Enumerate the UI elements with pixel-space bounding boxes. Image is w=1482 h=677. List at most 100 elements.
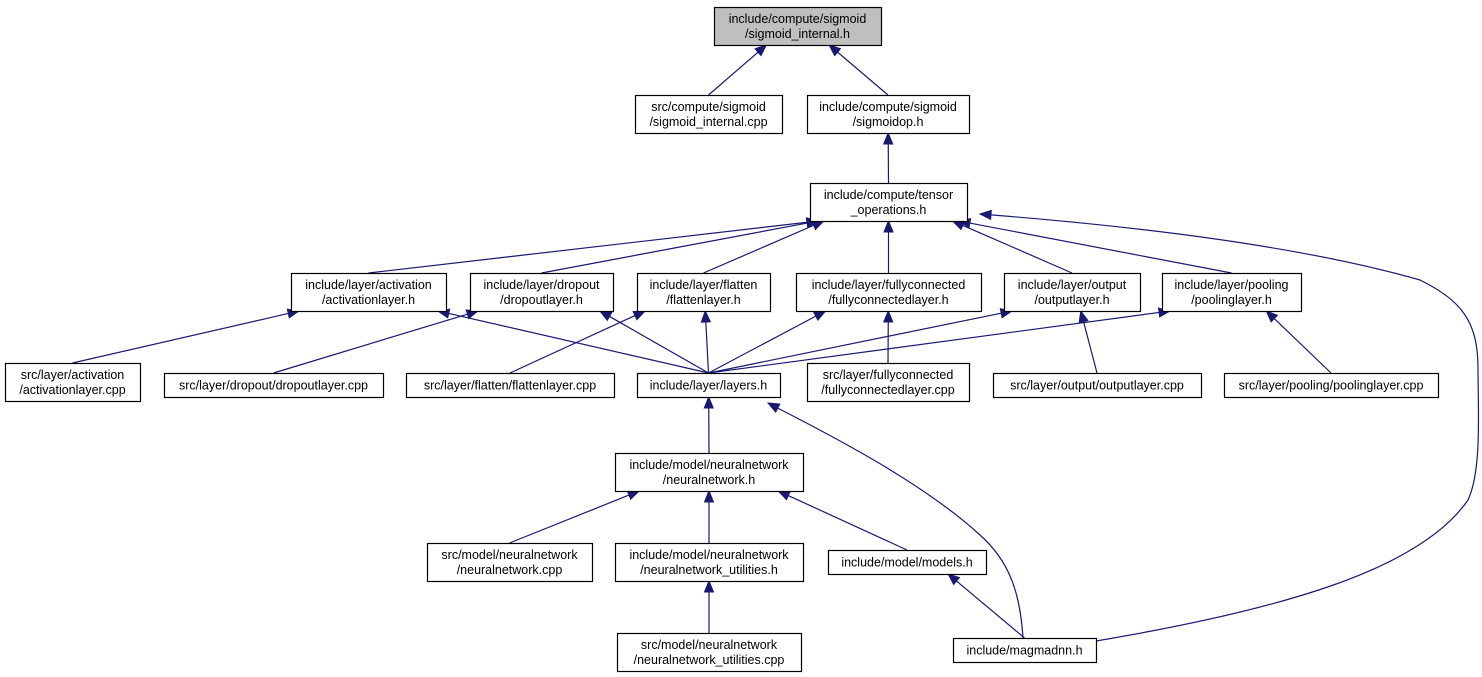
edge-line — [705, 321, 710, 374]
edge-arrowhead — [703, 579, 715, 593]
file-node-n21[interactable]: include/model/models.h — [827, 549, 988, 576]
file-node-n2[interactable]: src/compute/sigmoid/sigmoid_internal.cpp — [634, 94, 784, 135]
edge-n21-to-n18 — [777, 490, 908, 551]
node-label-line: /flattenlayer.h — [666, 293, 740, 307]
node-label-line: /sigmoidop.h — [853, 115, 924, 129]
edge-line — [1273, 318, 1332, 374]
edge-arrowhead — [777, 490, 791, 501]
edge-n11-to-n5 — [72, 308, 301, 364]
file-node-n19[interactable]: src/model/neuralnetwork/neuralnetwork.cp… — [426, 542, 594, 583]
node-label-line: /outputlayer.h — [1034, 293, 1109, 307]
node-box — [806, 94, 971, 135]
node-box — [634, 94, 784, 135]
edge-n20-to-n18 — [703, 489, 715, 543]
node-label-line: include/layer/output — [1018, 278, 1127, 292]
edge-n9-to-n4 — [951, 220, 1073, 274]
edge-line — [368, 221, 808, 274]
edge-arrowhead — [1265, 310, 1279, 323]
file-node-n20[interactable]: include/model/neuralnetwork/neuralnetwor… — [614, 542, 805, 583]
file-node-n5[interactable]: include/layer/activation/activationlayer… — [290, 272, 448, 313]
node-label-line: _operations.h — [850, 203, 927, 217]
file-node-n14[interactable]: include/layer/layers.h — [636, 372, 782, 399]
file-node-n7[interactable]: include/layer/flatten/flattenlayer.h — [636, 272, 772, 313]
edge-line — [509, 315, 636, 374]
node-label-line: /neuralnetwork_utilities.cpp — [634, 653, 785, 667]
edge-arrowhead — [947, 573, 961, 586]
edge-n8-to-n4 — [883, 219, 894, 273]
edge-line — [777, 407, 1024, 639]
node-label-line: include/layer/flatten — [650, 278, 758, 292]
edge-n22-to-n20 — [703, 579, 715, 633]
node-label-line: /activationlayer.cpp — [19, 383, 125, 397]
node-label-line: /neuralnetwork.cpp — [457, 563, 563, 577]
edge-arrowhead — [703, 395, 714, 409]
node-label-line: src/model/neuralnetwork — [641, 638, 778, 652]
file-node-n9[interactable]: include/layer/output/outputlayer.h — [1003, 272, 1142, 313]
file-node-n16[interactable]: src/layer/output/outputlayer.cpp — [992, 372, 1203, 399]
file-node-n8[interactable]: include/layer/fullyconnected/fullyconnec… — [795, 272, 983, 313]
node-box — [163, 372, 385, 399]
node-box — [952, 637, 1098, 664]
edge-line — [708, 312, 1002, 374]
file-node-n3[interactable]: include/compute/sigmoid/sigmoidop.h — [806, 94, 971, 135]
edge-arrowhead — [883, 219, 894, 233]
edge-n15-to-n8 — [883, 309, 894, 364]
node-box — [4, 362, 142, 403]
edge-line — [541, 222, 808, 274]
file-node-n15[interactable]: src/layer/fullyconnected/fullyconnectedl… — [806, 362, 971, 403]
node-box — [713, 6, 883, 47]
file-node-n6[interactable]: include/layer/dropout/dropoutlayer.h — [469, 272, 615, 313]
edge-arrowhead — [883, 131, 894, 145]
file-node-n13[interactable]: src/layer/flatten/flattenlayer.cpp — [405, 372, 616, 399]
node-label-line: /sigmoid_internal.cpp — [649, 115, 767, 129]
node-box — [992, 372, 1203, 399]
node-label-line: include/layer/pooling — [1175, 278, 1289, 292]
node-label-line: include/compute/tensor — [824, 188, 953, 202]
file-node-n11[interactable]: src/layer/activation/activationlayer.cpp — [4, 362, 142, 403]
node-label-line: /neuralnetwork_utilities.h — [640, 563, 778, 577]
edge-arrowhead — [703, 489, 715, 503]
edge-n7-to-n4 — [703, 220, 825, 274]
node-label-line: src/layer/fullyconnected — [823, 368, 954, 382]
edges-layer — [72, 44, 1480, 642]
node-label-line: include/layer/activation — [305, 278, 432, 292]
file-node-n17[interactable]: src/layer/pooling/poolinglayer.cpp — [1223, 372, 1440, 399]
node-box — [614, 452, 805, 493]
edge-n5-to-n4 — [368, 217, 820, 274]
edge-line — [956, 580, 1025, 639]
node-label-line: src/compute/sigmoid — [651, 100, 766, 114]
node-box — [469, 272, 615, 313]
edge-n4-to-n3 — [883, 131, 894, 184]
file-node-n23[interactable]: include/magmadnn.h — [952, 637, 1098, 664]
node-label-line: /dropoutlayer.h — [500, 293, 583, 307]
file-node-n10[interactable]: include/layer/pooling/poolinglayer.h — [1161, 272, 1303, 313]
node-box — [616, 632, 803, 673]
node-label-line: /neuralnetwork.h — [663, 473, 755, 487]
edge-line — [703, 224, 814, 274]
file-node-n1: include/compute/sigmoid/sigmoid_internal… — [713, 6, 883, 47]
node-label-line: /sigmoid_internal.h — [745, 27, 850, 41]
edge-arrowhead — [700, 309, 712, 323]
node-box — [290, 272, 448, 313]
edge-arrowhead — [828, 44, 842, 57]
edge-arrowhead — [766, 402, 781, 413]
edge-n19-to-n18 — [509, 490, 641, 544]
file-node-n22[interactable]: src/model/neuralnetwork/neuralnetwork_ut… — [616, 632, 803, 673]
edge-n13-to-n7 — [509, 310, 647, 374]
edge-arrowhead — [812, 310, 827, 322]
edge-n3-to-n1 — [828, 44, 889, 96]
file-node-n18[interactable]: include/model/neuralnetwork/neuralnetwor… — [614, 452, 805, 493]
edge-line — [788, 495, 908, 551]
node-box — [1003, 272, 1142, 313]
edge-n14-to-n6 — [598, 310, 709, 374]
edge-line — [969, 222, 1232, 274]
node-box — [809, 182, 969, 223]
file-node-n12[interactable]: src/layer/dropout/dropoutlayer.cpp — [163, 372, 385, 399]
file-node-n4[interactable]: include/compute/tensor_operations.h — [809, 182, 969, 223]
edge-n17-to-n10 — [1265, 310, 1332, 374]
edge-line — [990, 214, 1480, 642]
edge-line — [72, 312, 289, 364]
node-label-line: include/model/neuralnetwork — [629, 458, 789, 472]
nodes-layer: include/compute/sigmoid/sigmoid_internal… — [4, 6, 1440, 673]
node-box — [426, 542, 594, 583]
